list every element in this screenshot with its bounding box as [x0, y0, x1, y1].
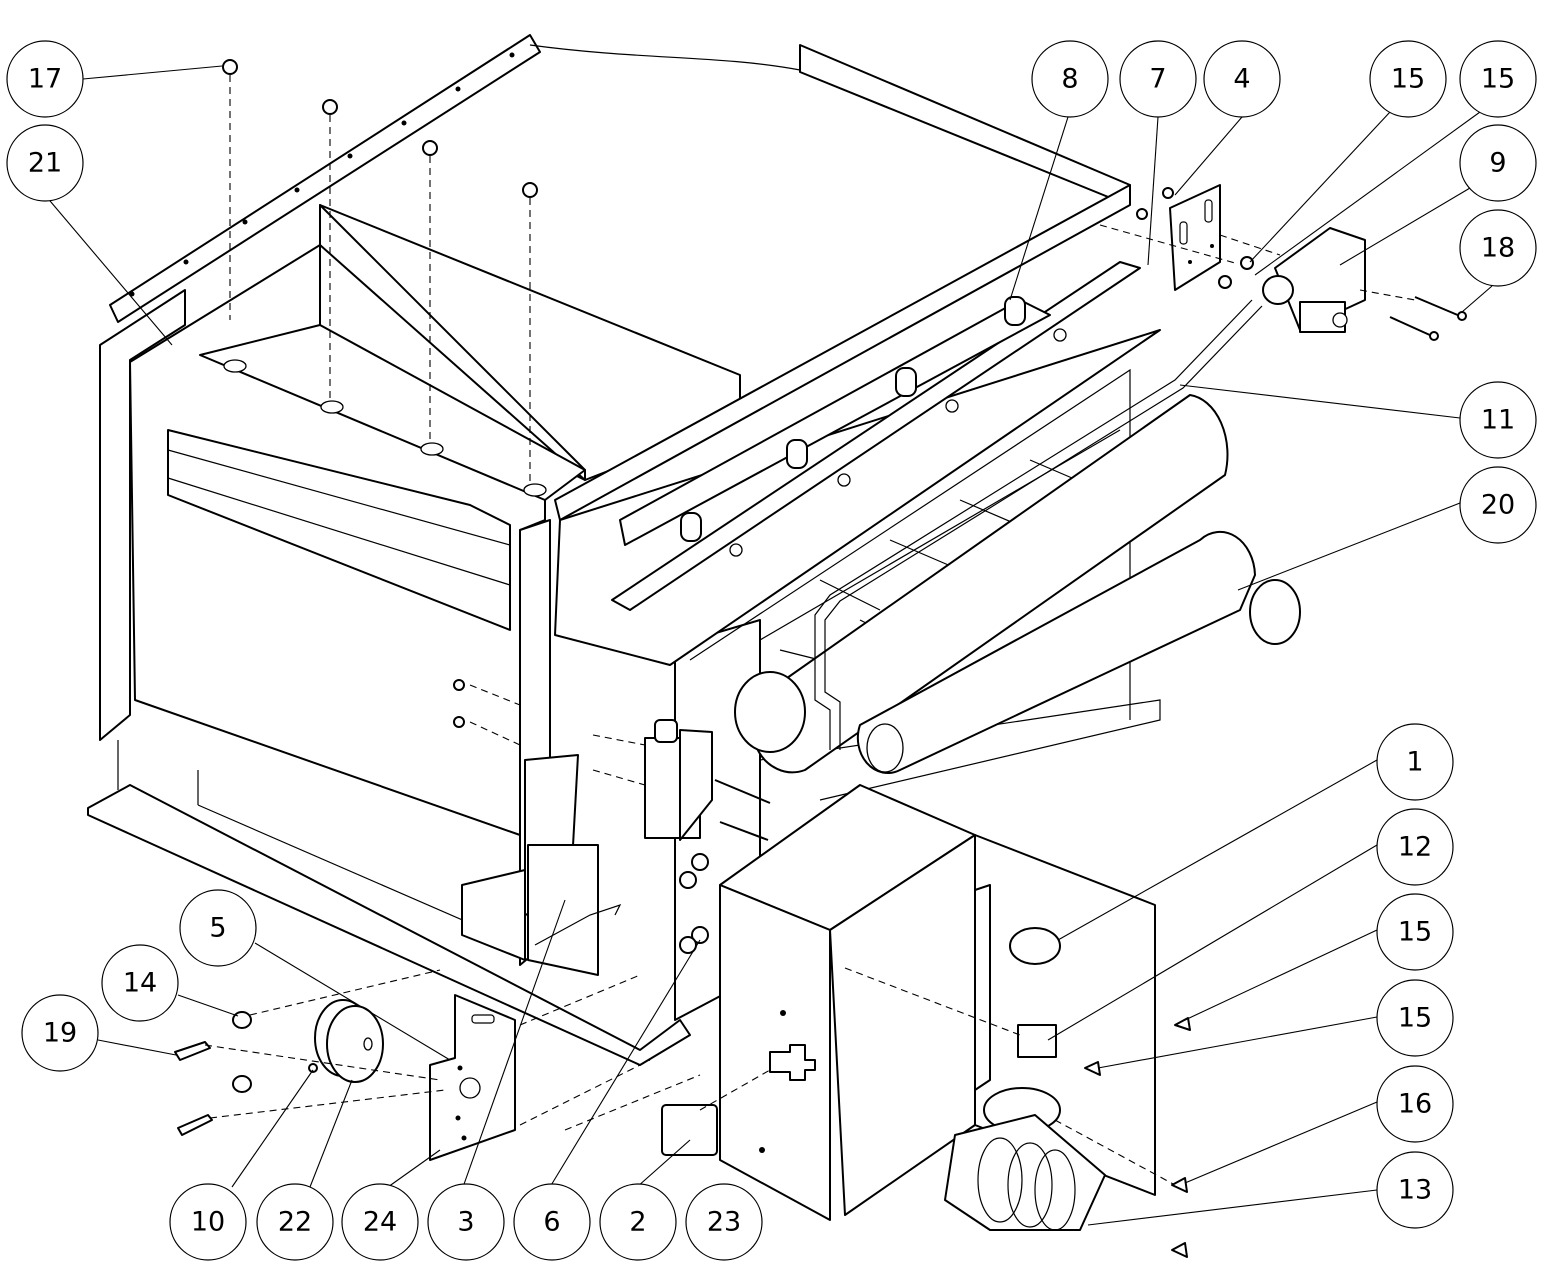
- callout-14-label: 14: [123, 968, 157, 999]
- callout-21: 21: [6, 124, 84, 202]
- callout-8-label: 8: [1061, 64, 1078, 95]
- callout-18-label: 18: [1481, 233, 1515, 264]
- callout-20-label: 20: [1481, 490, 1515, 521]
- burner-tubes: [734, 394, 1301, 774]
- callout-13-label: 13: [1398, 1175, 1432, 1206]
- callout-7: 7: [1119, 40, 1197, 118]
- callout-19-label: 19: [43, 1018, 77, 1049]
- callout-3-label: 3: [457, 1207, 474, 1238]
- ignition-wire: [814, 299, 1263, 750]
- callout-11-label: 11: [1481, 405, 1515, 436]
- callout-15b-label: 15: [1481, 64, 1515, 95]
- callout-17: 17: [6, 40, 84, 118]
- callout-2-label: 2: [629, 1207, 646, 1238]
- callout-15c: 15: [1376, 893, 1454, 971]
- callout-12: 12: [1376, 808, 1454, 886]
- callout-9-label: 9: [1489, 148, 1506, 179]
- callout-6-label: 6: [543, 1207, 560, 1238]
- callout-15d: 15: [1376, 979, 1454, 1057]
- callout-4-label: 4: [1233, 64, 1250, 95]
- callout-15b: 15: [1459, 40, 1537, 118]
- callout-20: 20: [1459, 466, 1537, 544]
- callout-6: 6: [513, 1183, 591, 1261]
- callout-7-label: 7: [1149, 64, 1166, 95]
- leader-lines: [44, 65, 1493, 1226]
- callout-23-label: 23: [707, 1207, 741, 1238]
- callout-5-label: 5: [209, 913, 226, 944]
- callout-11: 11: [1459, 381, 1537, 459]
- callout-22-label: 22: [278, 1207, 312, 1238]
- callout-23: 23: [685, 1183, 763, 1261]
- callout-10-label: 10: [191, 1207, 225, 1238]
- main-housing: [87, 34, 1131, 1066]
- callout-24-label: 24: [363, 1207, 397, 1238]
- control-box: [661, 784, 1191, 1258]
- callouts: 17 21 8 7 4 15 15 9 18 11 20 1 12 15 15 …: [6, 40, 1537, 1261]
- callout-15c-label: 15: [1398, 917, 1432, 948]
- callout-8: 8: [1031, 40, 1109, 118]
- callout-1-label: 1: [1406, 747, 1423, 778]
- callout-18: 18: [1459, 209, 1537, 287]
- top-right-hardware: [1099, 184, 1467, 341]
- callout-5: 5: [179, 889, 257, 967]
- callout-12-label: 12: [1398, 832, 1432, 863]
- callout-14: 14: [101, 944, 179, 1022]
- callout-3: 3: [427, 1183, 505, 1261]
- callout-4: 4: [1203, 40, 1281, 118]
- callout-21-label: 21: [28, 148, 62, 179]
- center-switch: [453, 679, 771, 954]
- callout-24: 24: [341, 1183, 419, 1261]
- callout-22: 22: [256, 1183, 334, 1261]
- callout-15a-label: 15: [1391, 64, 1425, 95]
- callout-19: 19: [21, 994, 99, 1072]
- callout-13: 13: [1376, 1151, 1454, 1229]
- right-tray-frame: [554, 184, 1161, 801]
- callout-16: 16: [1376, 1065, 1454, 1143]
- callout-16-label: 16: [1398, 1089, 1432, 1120]
- callout-9: 9: [1459, 124, 1537, 202]
- callout-10: 10: [169, 1183, 247, 1261]
- callout-1: 1: [1376, 723, 1454, 801]
- callout-15a: 15: [1369, 40, 1447, 118]
- top-screws: [222, 59, 538, 482]
- left-bracket-assembly: [174, 969, 701, 1161]
- callout-15d-label: 15: [1398, 1003, 1432, 1034]
- callout-17-label: 17: [28, 64, 62, 95]
- callout-2: 2: [599, 1183, 677, 1261]
